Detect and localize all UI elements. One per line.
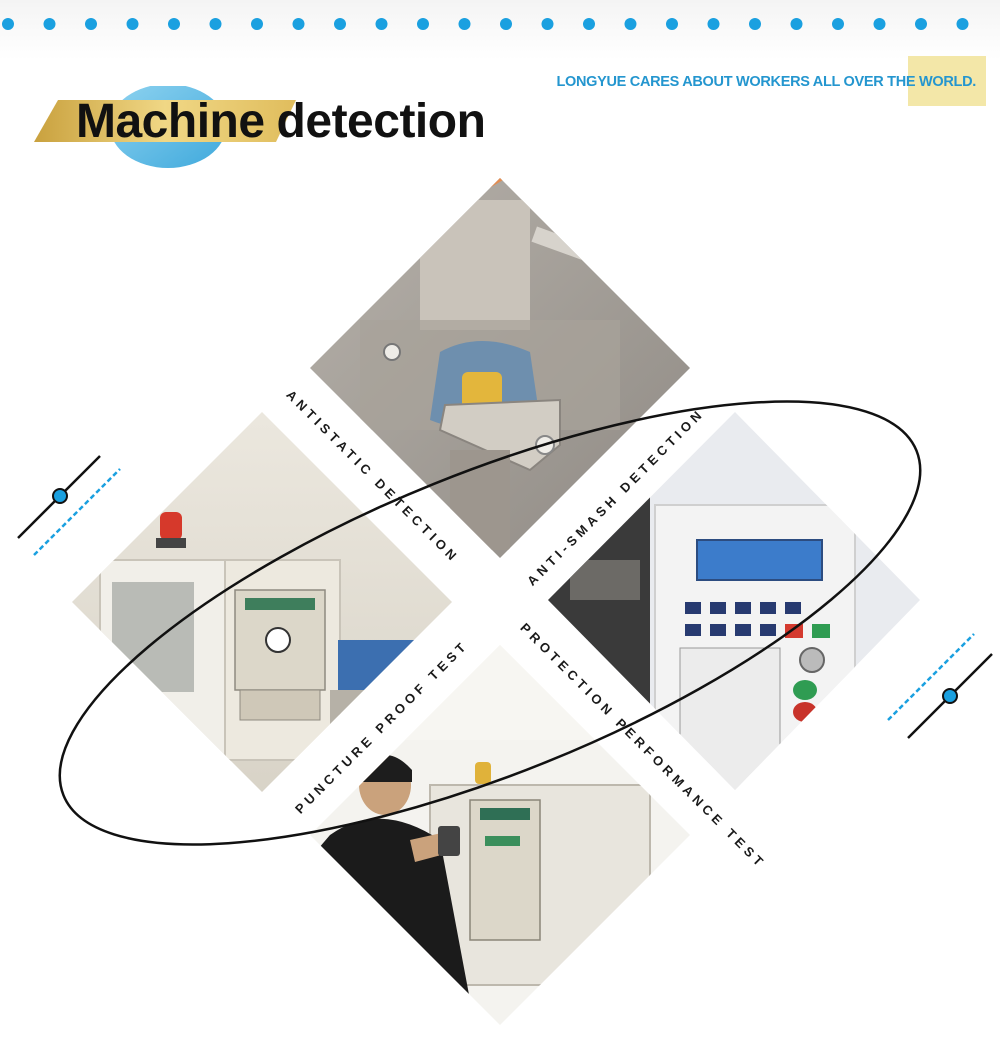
title-word-detection: detection [276, 95, 486, 148]
dot-decoration [915, 18, 927, 30]
dot-row-decoration [2, 18, 969, 30]
dot-decoration [375, 18, 388, 30]
photo-protection-performance [310, 645, 690, 1025]
dot-decoration [209, 18, 222, 30]
title-decoration [34, 86, 296, 168]
dot-decoration [500, 18, 512, 30]
dot-decoration [624, 18, 637, 30]
dot-decoration [417, 18, 429, 30]
dot-decoration [790, 18, 803, 30]
dot-decoration [2, 18, 14, 30]
dot-decoration [168, 18, 180, 30]
dot-decoration [666, 18, 678, 30]
dot-decoration [85, 18, 97, 30]
dot-decoration [541, 18, 554, 30]
dot-decoration [707, 18, 720, 30]
top-dots-band [0, 0, 1000, 60]
dot-decoration [43, 18, 56, 30]
dot-decoration [292, 18, 305, 30]
title-word-machine: Machine [76, 95, 265, 148]
dot-decoration [583, 18, 595, 30]
dot-decoration [458, 18, 471, 30]
dot-decoration [873, 18, 886, 30]
dot-decoration [749, 18, 761, 30]
photo-puncture-proof [72, 412, 452, 792]
dot-decoration [956, 18, 969, 30]
dot-decoration [334, 18, 346, 30]
dot-decoration [832, 18, 844, 30]
gold-parallelogram-decoration [34, 100, 296, 142]
tagline-highlight [908, 56, 986, 106]
dot-decoration [126, 18, 139, 30]
dot-decoration [251, 18, 263, 30]
tagline: LONGYUE CARES ABOUT WORKERS ALL OVER THE… [556, 74, 976, 90]
